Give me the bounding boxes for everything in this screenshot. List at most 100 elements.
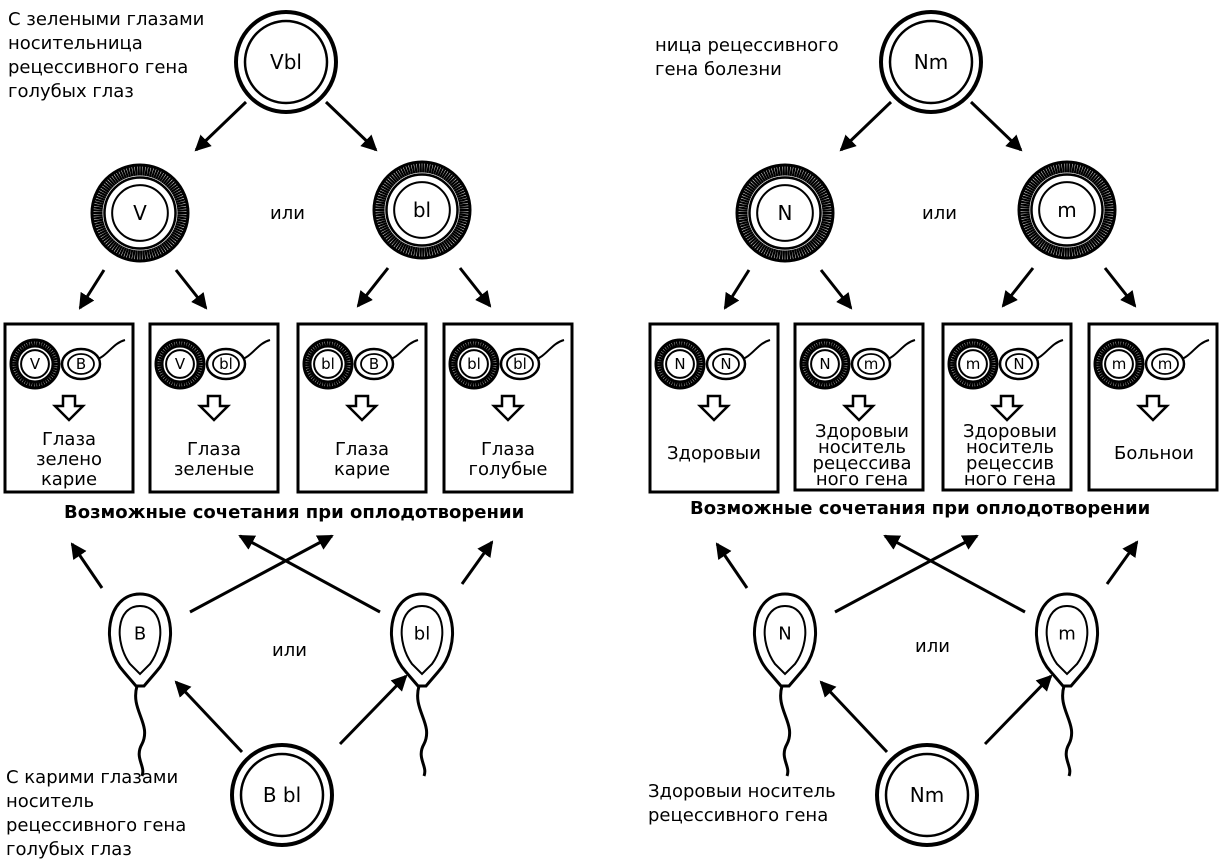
left-egg-b-label: bl xyxy=(413,198,431,222)
left-box-2-sperm-label: bl xyxy=(219,355,233,373)
right-box-4-egg-label: m xyxy=(1112,355,1127,373)
left-box-3-result: Глаза карие xyxy=(298,440,426,480)
left-box-4-result: Глаза голубые xyxy=(444,440,572,480)
left-box-1-sperm-label: B xyxy=(76,355,86,373)
left-box-4-sperm-label: bl xyxy=(513,355,527,373)
right-egg-a-label: N xyxy=(778,201,793,225)
right-box-2-sperm: m xyxy=(852,340,915,379)
left-sperm-a-label: B xyxy=(134,624,146,645)
left-mother-cell-genotype: Vbl xyxy=(270,50,302,74)
left-arrow-egg-b-box-4 xyxy=(460,268,490,306)
right-box-4-egg: m xyxy=(1095,340,1143,388)
left-box-2-egg: V xyxy=(156,340,204,388)
left-box-1-result-arrow xyxy=(55,396,83,420)
left-sperm-a: B xyxy=(109,594,170,776)
right-box-3-sperm: N xyxy=(1000,340,1063,379)
left-box-2-egg-label: V xyxy=(175,355,186,373)
left-box-1-result: Глаза зелено карие xyxy=(5,430,133,490)
left-sperm-b: bl xyxy=(391,594,452,776)
right-box-2-egg: N xyxy=(801,340,849,388)
left-arrow-sperm-a-box-1 xyxy=(72,544,102,588)
right-arrow-father-sperm-a xyxy=(821,682,887,752)
left-arrow-mother-egg-b xyxy=(326,102,376,150)
left-box-1-sperm: B xyxy=(62,340,125,379)
right-arrow-sperm-a-box-1 xyxy=(717,544,747,588)
left-father-cell-genotype: B bl xyxy=(263,783,301,807)
left-mother-label: С зелеными глазами носитeльница рецессив… xyxy=(8,8,204,104)
left-or-top: или xyxy=(270,203,305,224)
left-father-cell: B bl xyxy=(232,745,332,845)
left-box-2-result-arrow xyxy=(200,396,228,420)
right-sperm-a-label: N xyxy=(778,624,791,645)
right-sperm-b: m xyxy=(1036,594,1097,776)
left-box-2-result: Глаза зеленые xyxy=(150,440,278,480)
right-box-1-result-arrow xyxy=(700,396,728,420)
right-arrow-egg-b-box-3 xyxy=(1003,268,1033,306)
left-box-1-egg: V xyxy=(11,340,59,388)
left-combinations-label: Возможные сочетания при оплодотворении xyxy=(64,502,524,523)
left-arrow-father-sperm-b xyxy=(340,676,406,744)
right-or-top: или xyxy=(922,203,957,224)
left-box-3-egg: bl xyxy=(304,340,352,388)
right-arrow-father-sperm-b xyxy=(985,676,1051,744)
left-box-3-egg-label: bl xyxy=(321,355,335,373)
right-box-2-result-arrow xyxy=(845,396,873,420)
right-arrow-egg-b-box-4 xyxy=(1105,268,1135,306)
left-arrow-sperm-b-box-4 xyxy=(462,542,492,584)
left-arrow-egg-a-box-1 xyxy=(80,270,104,308)
left-arrow-father-sperm-a xyxy=(176,682,242,752)
right-egg-a: N xyxy=(737,165,833,261)
right-or-bottom: или xyxy=(915,636,950,657)
right-box-4-sperm-label: m xyxy=(1158,355,1173,373)
right-egg-b: m xyxy=(1019,162,1115,258)
right-father-label: Здоровыи носитель рецессивного гена xyxy=(648,780,836,828)
right-arrow-sperm-b-box-4 xyxy=(1107,542,1137,584)
right-egg-b-label: m xyxy=(1057,198,1076,222)
left-box-2-sperm: bl xyxy=(207,340,270,379)
right-box-1-egg-label: N xyxy=(674,355,685,373)
left-box-4-egg-label: bl xyxy=(467,355,481,373)
right-box-3-egg-label: m xyxy=(966,355,981,373)
right-box-1-result: Здоровыи xyxy=(650,444,778,464)
left-arrow-egg-a-box-2 xyxy=(176,270,206,308)
left-box-4-sperm: bl xyxy=(501,340,564,379)
left-egg-b: bl xyxy=(374,162,470,258)
left-box-3-sperm: B xyxy=(355,340,418,379)
right-combinations-label: Возможные сочетания при оплодотворении xyxy=(690,498,1150,519)
right-arrow-mother-egg-a xyxy=(841,102,891,150)
left-box-4-egg: bl xyxy=(450,340,498,388)
left-box-1-egg-label: V xyxy=(30,355,41,373)
right-arrow-mother-egg-b xyxy=(971,102,1021,150)
right-box-1-sperm-label: N xyxy=(720,355,731,373)
left-arrow-egg-b-box-3 xyxy=(358,268,388,306)
left-arrow-mother-egg-a xyxy=(196,102,246,150)
left-egg-a-label: V xyxy=(133,201,147,225)
left-egg-a: V xyxy=(92,165,188,261)
right-box-4-result: Больнои xyxy=(1090,444,1218,464)
right-sperm-a: N xyxy=(754,594,815,776)
right-mother-label: ница рецессивного гена болезни xyxy=(655,34,839,82)
left-sperm-b-label: bl xyxy=(414,624,430,645)
right-mother-cell: Nm xyxy=(881,12,981,112)
left-or-bottom: или xyxy=(272,640,307,661)
right-box-4-result-arrow xyxy=(1139,396,1167,420)
right-father-cell-genotype: Nm xyxy=(910,783,944,807)
left-mother-cell: Vbl xyxy=(236,12,336,112)
right-box-2-result: Здоровыи носитель рецессива ного гена xyxy=(796,424,928,488)
left-father-label: С карими глазами носитель рецессивного г… xyxy=(6,766,186,862)
right-box-2-sperm-label: m xyxy=(864,355,879,373)
right-arrow-egg-a-box-1 xyxy=(725,270,749,308)
right-box-3-egg: m xyxy=(949,340,997,388)
right-box-3-result-arrow xyxy=(993,396,1021,420)
left-box-3-result-arrow xyxy=(348,396,376,420)
right-box-2-egg-label: N xyxy=(819,355,830,373)
left-box-3-sperm-label: B xyxy=(369,355,379,373)
left-box-4-result-arrow xyxy=(494,396,522,420)
right-father-cell: Nm xyxy=(877,745,977,845)
right-box-3-sperm-label: N xyxy=(1013,355,1024,373)
right-box-1-egg: N xyxy=(656,340,704,388)
right-box-3-result: Здоровыи носитель рецессив ного гена xyxy=(944,424,1076,488)
right-box-1-sperm: N xyxy=(707,340,770,379)
right-box-4-sperm: m xyxy=(1146,340,1209,379)
